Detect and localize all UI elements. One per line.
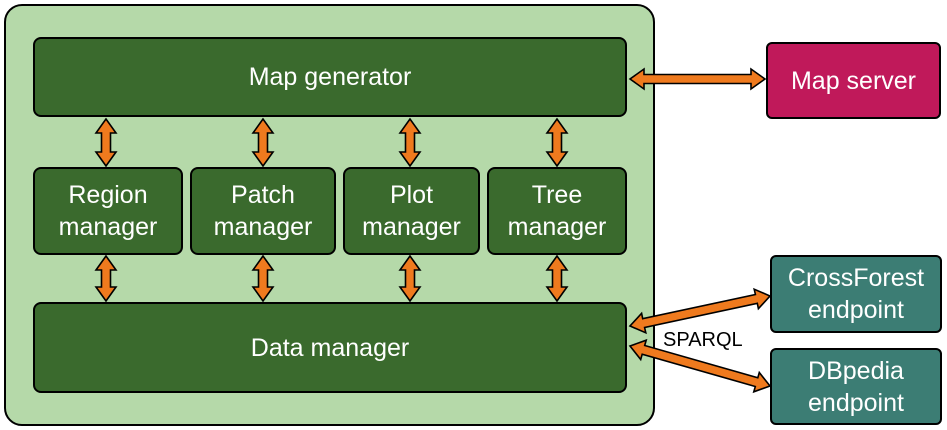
map-server-box: Map server — [766, 42, 941, 119]
plot-manager-box: Plot manager — [343, 167, 480, 255]
patch-manager-label-line1: Patch — [231, 181, 295, 209]
tree-manager-label-line1: Tree — [531, 181, 583, 209]
crossforest-label-line1: CrossForest — [787, 264, 925, 292]
data-manager-box: Data manager — [33, 302, 627, 393]
tree-manager-label-line2: manager — [507, 213, 607, 241]
patch-manager-box: Patch manager — [190, 167, 336, 255]
plot-manager-label-line2: manager — [362, 213, 461, 241]
crossforest-label-line2: endpoint — [808, 296, 904, 324]
region-manager-box: Region manager — [33, 167, 183, 255]
dbpedia-endpoint-box: DBpedia endpoint — [770, 348, 942, 425]
crossforest-endpoint-box: CrossForest endpoint — [770, 255, 942, 333]
sparql-label: SPARQL — [663, 329, 743, 351]
dbpedia-label-line1: DBpedia — [808, 356, 904, 385]
region-manager-label-line2: manager — [58, 213, 158, 241]
map-generator-box: Map generator — [33, 37, 627, 117]
tree-manager-box: Tree manager — [487, 167, 627, 255]
dbpedia-label-line2: endpoint — [808, 388, 904, 417]
data-manager-label: Data manager — [250, 333, 410, 362]
map-server-label: Map server — [790, 66, 917, 95]
plot-manager-label-line1: Plot — [389, 181, 434, 209]
map-generator-label: Map generator — [248, 63, 412, 91]
region-manager-label-line1: Region — [68, 181, 148, 209]
patch-manager-label-line2: manager — [213, 213, 313, 241]
